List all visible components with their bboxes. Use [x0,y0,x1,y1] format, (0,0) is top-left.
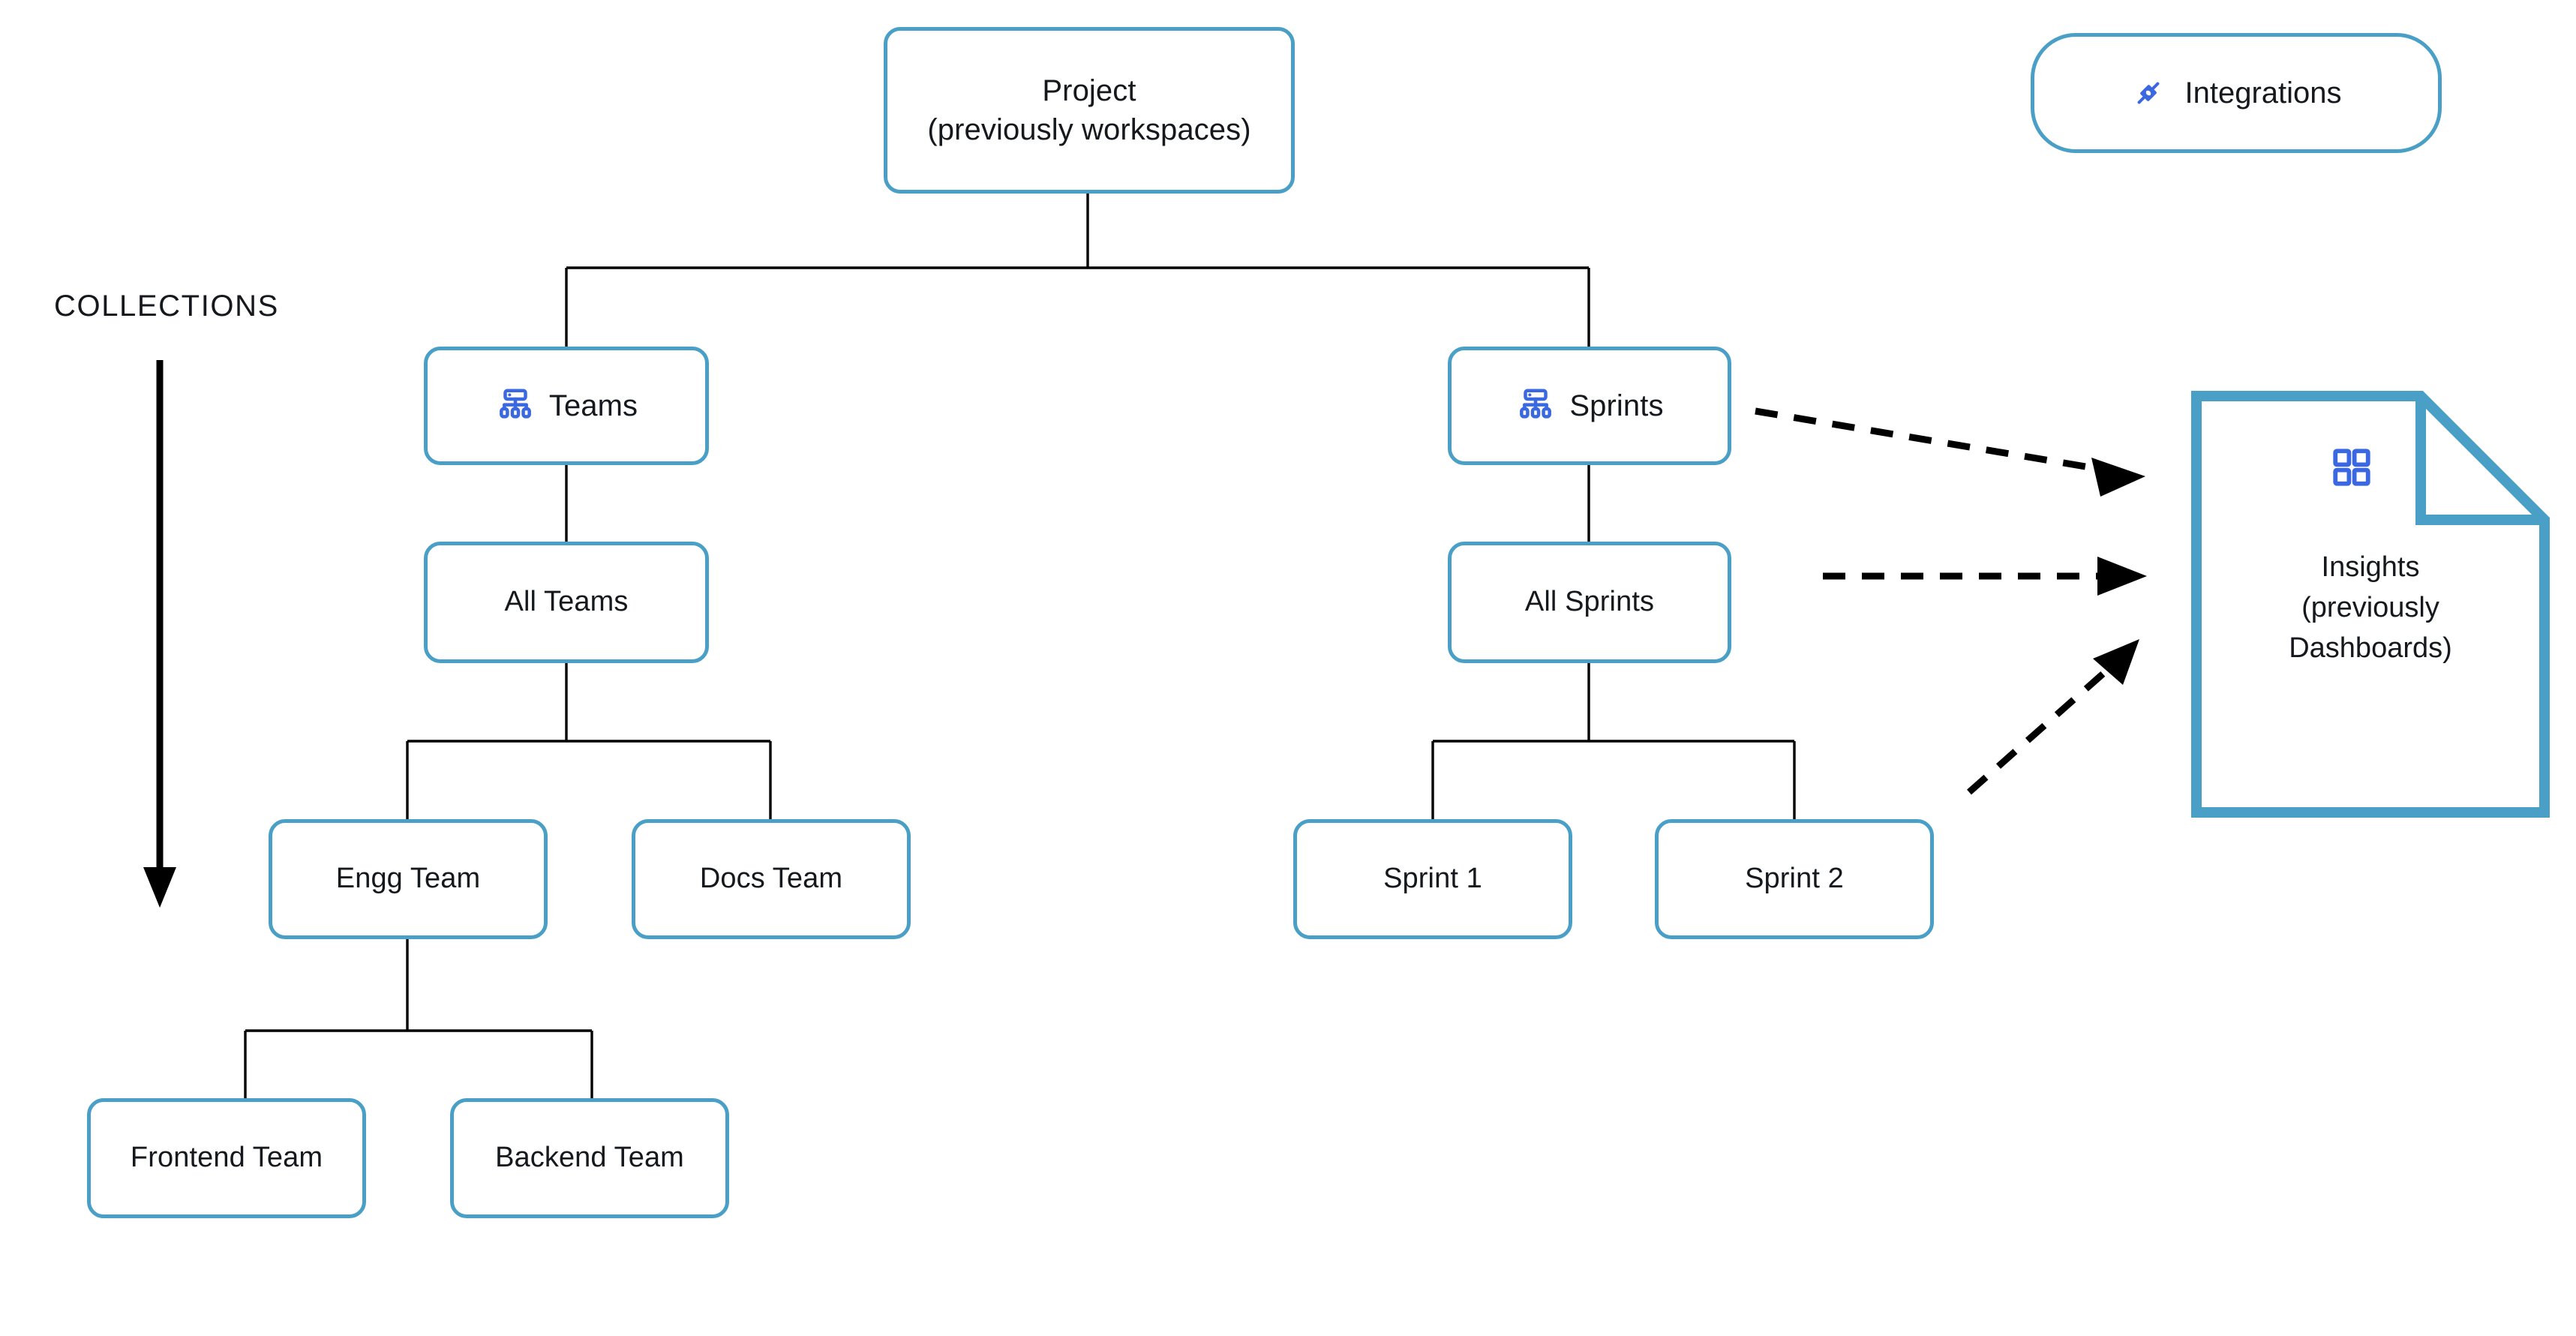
integrations-pill[interactable]: Integrations [2031,33,2442,153]
node-all-sprints[interactable]: All Sprints [1448,542,1731,663]
hierarchy-icon [495,386,536,426]
dashboard-grid-icon [2330,446,2373,493]
collections-arrow-icon [143,360,176,908]
node-project-label: Project (previously workspaces) [927,74,1251,146]
node-engg-team-label: Engg Team [335,863,481,895]
arrowhead-sprint2-insights [2093,639,2139,685]
node-sprints-label: Sprints [1569,389,1664,422]
hierarchy-icon [1515,386,1556,426]
node-sprint-2[interactable]: Sprint 2 [1655,819,1934,939]
edge-sprints-to-insights [1755,407,2109,474]
arrowhead-allsprints-insights [2097,557,2147,596]
node-sprint-1-label: Sprint 1 [1383,863,1482,895]
node-sprints[interactable]: Sprints [1448,347,1731,465]
document-folded-corner-shape [2191,391,2550,818]
node-backend-team-label: Backend Team [495,1142,684,1174]
collections-caption: COLLECTIONS [54,290,279,323]
node-all-teams[interactable]: All Teams [424,542,709,663]
node-sprint-1[interactable]: Sprint 1 [1293,819,1572,939]
node-docs-team[interactable]: Docs Team [632,819,911,939]
node-all-teams-label: All Teams [504,586,629,618]
node-all-sprints-label: All Sprints [1524,586,1655,618]
arrowhead-sprints-insights [2091,458,2145,497]
node-docs-team-label: Docs Team [699,863,843,895]
plug-icon [2130,75,2166,111]
edge-sprint2-to-insights [1967,663,2114,795]
node-frontend-team-label: Frontend Team [130,1142,323,1174]
node-teams[interactable]: Teams [424,347,709,465]
node-backend-team[interactable]: Backend Team [450,1098,729,1218]
node-insights[interactable] [2179,379,2562,833]
integrations-label: Integrations [2184,76,2342,110]
node-frontend-team[interactable]: Frontend Team [87,1098,366,1218]
node-insights-label: Insights (previously Dashboards) [2289,551,2452,664]
node-sprint-2-label: Sprint 2 [1745,863,1844,895]
node-teams-label: Teams [548,389,638,422]
node-engg-team[interactable]: Engg Team [269,819,548,939]
node-project[interactable]: Project (previously workspaces) [884,27,1295,194]
